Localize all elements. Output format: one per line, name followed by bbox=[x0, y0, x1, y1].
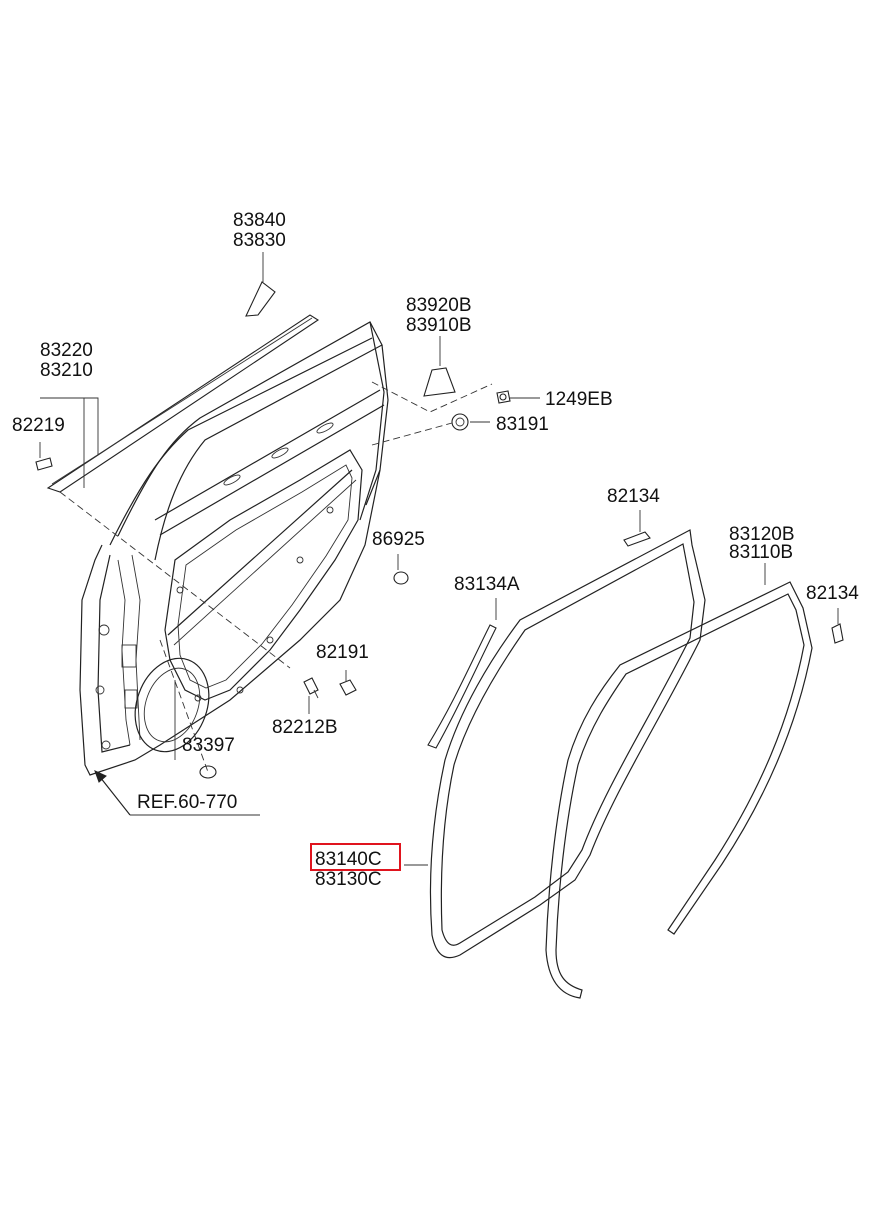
label-86925: 86925 bbox=[372, 529, 425, 550]
weatherstrip-83140c bbox=[429, 529, 706, 959]
garnish-83920b bbox=[423, 367, 456, 397]
label-ref: REF.60-770 bbox=[137, 792, 237, 813]
label-83110b: 83110B bbox=[729, 542, 793, 563]
label-82212b: 82212B bbox=[272, 717, 338, 738]
label-83134a: 83134A bbox=[454, 574, 520, 595]
belt-moulding bbox=[46, 314, 320, 493]
label-83840: 83840 bbox=[233, 210, 286, 231]
label-83920b: 83920B bbox=[406, 295, 472, 316]
label-82191: 82191 bbox=[316, 642, 369, 663]
bumper-82191 bbox=[339, 679, 357, 696]
label-82134-top: 82134 bbox=[607, 486, 660, 507]
label-83910b: 83910B bbox=[406, 315, 472, 336]
ref-arrow bbox=[94, 770, 131, 816]
guide-line-3 bbox=[371, 422, 453, 446]
label-83191: 83191 bbox=[496, 414, 549, 435]
label-83130c: 83130C bbox=[315, 869, 382, 890]
label-83397: 83397 bbox=[182, 735, 235, 756]
guide-line-4 bbox=[159, 639, 209, 773]
tape-82134-right bbox=[831, 623, 844, 644]
weatherstrip-83120b bbox=[545, 581, 813, 999]
label-1249eb: 1249EB bbox=[545, 389, 613, 410]
cap-83397 bbox=[199, 765, 217, 779]
leader-lines bbox=[39, 252, 839, 866]
label-82134-right: 82134 bbox=[806, 583, 859, 604]
label-83120b: 83120B bbox=[729, 524, 795, 545]
grommet-83191 bbox=[451, 413, 469, 431]
tape-82134-top bbox=[623, 531, 651, 547]
guide-line-2 bbox=[371, 381, 493, 413]
label-83220: 83220 bbox=[40, 340, 93, 361]
guide-line-1 bbox=[59, 491, 291, 669]
label-83210: 83210 bbox=[40, 360, 93, 381]
screw-1249eb bbox=[496, 390, 511, 404]
label-83140c[interactable]: 83140C bbox=[315, 849, 382, 870]
door-panel bbox=[79, 321, 389, 776]
delta-garnish-83840 bbox=[245, 281, 276, 317]
plug-86925 bbox=[393, 571, 409, 585]
weatherstrip-83134a bbox=[427, 624, 497, 749]
label-82219: 82219 bbox=[12, 415, 65, 436]
highlight-box-83140c bbox=[310, 843, 401, 871]
clip-82219 bbox=[35, 457, 53, 471]
screw-82212b bbox=[303, 677, 319, 699]
label-83830: 83830 bbox=[233, 230, 286, 251]
